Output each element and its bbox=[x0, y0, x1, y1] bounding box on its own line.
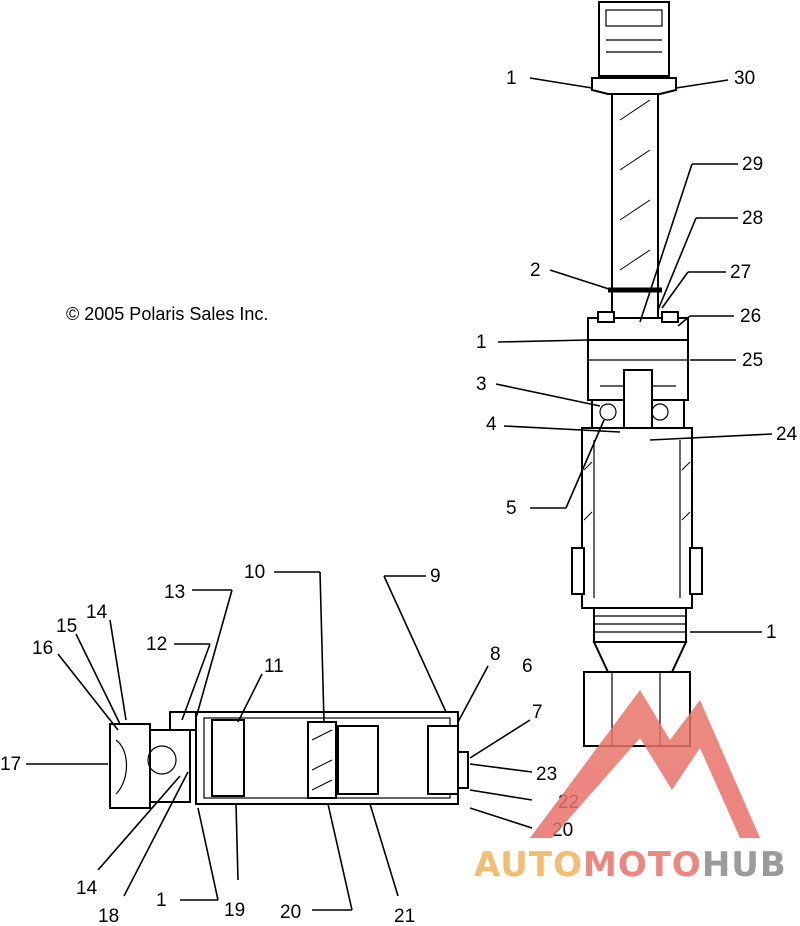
threaded-end bbox=[593, 607, 687, 643]
bottom-stem bbox=[592, 641, 688, 673]
callout-1: 1 bbox=[476, 332, 487, 353]
callout-14: 14 bbox=[76, 878, 98, 899]
callout-26: 26 bbox=[740, 306, 761, 327]
callout-27: 27 bbox=[730, 262, 751, 283]
reservoir-assembly bbox=[109, 711, 469, 809]
callout-10: 10 bbox=[244, 562, 265, 583]
callout-29: 29 bbox=[742, 154, 763, 175]
callout-2: 2 bbox=[530, 260, 541, 281]
callout-labels: 1 30 29 28 2 27 26 1 25 3 4 24 5 10 9 13… bbox=[0, 68, 798, 926]
callout-7: 7 bbox=[532, 702, 543, 723]
callout-11: 11 bbox=[264, 656, 284, 677]
callout-6: 6 bbox=[522, 656, 533, 677]
reservoir-cap bbox=[427, 725, 459, 795]
top-mount-eye bbox=[598, 1, 670, 77]
callout-24: 24 bbox=[776, 424, 798, 445]
callout-13: 13 bbox=[164, 582, 185, 603]
callout-21: 21 bbox=[394, 906, 415, 926]
callout-18: 18 bbox=[98, 906, 119, 926]
callout-1: 1 bbox=[156, 890, 167, 911]
callout-1: 1 bbox=[506, 68, 517, 89]
callout-20: 20 bbox=[280, 902, 301, 923]
reservoir-end-cap bbox=[109, 723, 151, 809]
callout-25: 25 bbox=[742, 350, 763, 371]
watermark-moto: MOTO bbox=[583, 845, 702, 885]
top-washer bbox=[591, 77, 677, 95]
callout-5: 5 bbox=[506, 498, 517, 519]
svg-text:AUTOMOTOHUB: AUTOMOTOHUB bbox=[474, 845, 787, 885]
watermark-auto: AUTO bbox=[474, 845, 583, 885]
vertical-shock-assembly bbox=[571, 1, 703, 747]
valve-housing bbox=[149, 729, 191, 803]
callout-14: 14 bbox=[86, 602, 108, 623]
callout-3: 3 bbox=[476, 374, 487, 395]
shock-body bbox=[581, 427, 693, 609]
callout-15: 15 bbox=[56, 616, 77, 637]
callout-23: 23 bbox=[536, 764, 557, 785]
callout-1: 1 bbox=[766, 622, 777, 643]
callout-28: 28 bbox=[742, 208, 763, 229]
watermark-hub: HUB bbox=[702, 845, 787, 885]
callout-4: 4 bbox=[486, 414, 497, 435]
callout-12: 12 bbox=[146, 634, 167, 655]
callout-8: 8 bbox=[490, 644, 501, 665]
callout-19: 19 bbox=[224, 900, 245, 921]
callout-9: 9 bbox=[430, 566, 441, 587]
piston-shaft bbox=[611, 93, 659, 331]
callout-16: 16 bbox=[32, 638, 53, 659]
bladder bbox=[337, 725, 379, 795]
callout-30: 30 bbox=[734, 68, 755, 89]
watermark-mountain-shape bbox=[530, 690, 760, 838]
copyright-notice: © 2005 Polaris Sales Inc. bbox=[66, 304, 268, 324]
leader-lines bbox=[26, 77, 773, 911]
callout-17: 17 bbox=[0, 754, 21, 775]
watermark-logo: AUTOMOTOHUB bbox=[474, 690, 787, 885]
